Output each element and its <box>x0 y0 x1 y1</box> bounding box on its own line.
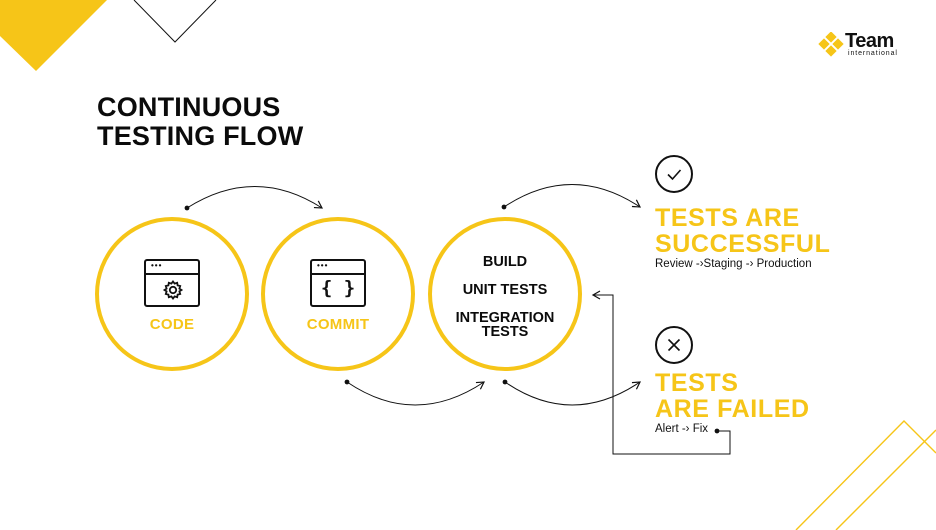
close-icon <box>655 326 693 364</box>
success-flow-text: Review -›Staging -› Production <box>655 258 812 270</box>
logo-mark-icon <box>818 32 844 57</box>
arrow-build-to-failure <box>504 381 642 406</box>
corner-outline-triangle-decoration <box>795 420 936 530</box>
step-text-build: BUILD <box>482 254 528 270</box>
gear-icon <box>162 280 184 300</box>
success-heading: TESTS ARE SUCCESSFUL <box>655 205 830 257</box>
logo-wordmark: Team <box>845 30 894 52</box>
failure-heading-line-1: TESTS <box>655 369 739 397</box>
success-heading-line-2: SUCCESSFUL <box>655 230 831 258</box>
code-braces-window-icon: ••• { } <box>310 259 366 307</box>
failure-heading: TESTS ARE FAILED <box>655 370 810 422</box>
step-label-commit: COMMIT <box>306 316 370 333</box>
step-build-and-tests: BUILD UNIT TESTS INTEGRATION TESTS <box>428 217 582 371</box>
logo-subtitle: international <box>848 50 898 57</box>
success-heading-line-1: TESTS ARE <box>655 204 800 232</box>
corner-triangle-decoration <box>0 0 107 71</box>
arrow-code-to-commit <box>186 186 324 209</box>
step-commit: ••• { } COMMIT <box>261 217 415 371</box>
step-text-integration: INTEGRATION <box>455 310 555 326</box>
arrow-commit-to-build <box>346 381 486 406</box>
step-code: ••• CODE <box>95 217 249 371</box>
arrow-fix-to-build <box>591 290 731 455</box>
failure-heading-line-2: ARE FAILED <box>655 395 810 423</box>
page-title: CONTINUOUS TESTING FLOW <box>97 93 303 151</box>
failure-flow-text: Alert -› Fix <box>655 423 709 435</box>
arrow-build-to-success <box>503 184 642 208</box>
title-line-2: TESTING FLOW <box>97 121 304 151</box>
step-text-integration-tests: TESTS <box>481 324 529 340</box>
title-line-1: CONTINUOUS <box>97 92 281 122</box>
corner-outline-line-decoration <box>835 429 936 530</box>
team-international-logo: Team international <box>818 30 908 60</box>
step-text-unit-tests: UNIT TESTS <box>462 282 548 298</box>
step-label-code: CODE <box>149 316 195 333</box>
settings-window-icon: ••• <box>144 259 200 307</box>
corner-chevron-decoration <box>133 0 217 43</box>
check-icon <box>655 155 693 193</box>
braces-glyph: { } <box>320 277 356 299</box>
